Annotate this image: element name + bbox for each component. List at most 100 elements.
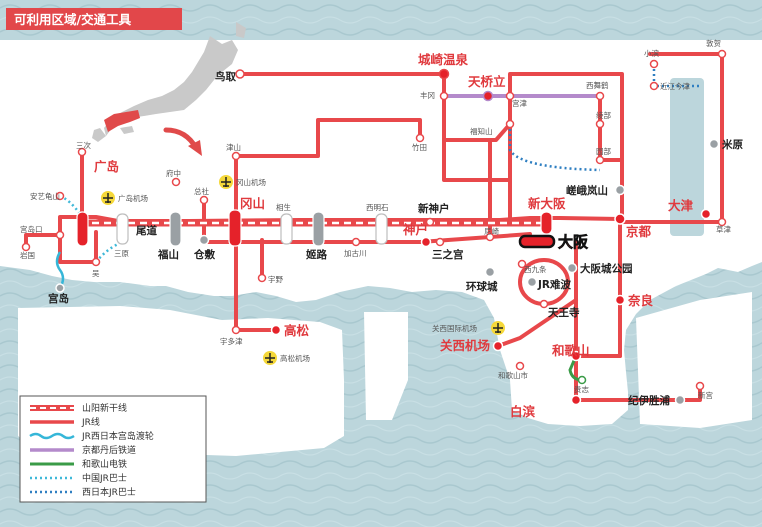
station-sonobe[interactable] xyxy=(595,155,605,165)
station-miyajimaguchi[interactable] xyxy=(55,230,65,240)
station-kobe[interactable] xyxy=(420,236,432,248)
airports xyxy=(101,175,505,365)
label-aioi: 相生 xyxy=(276,202,291,212)
station-iwakuni[interactable] xyxy=(21,242,31,252)
station-shinkobe[interactable] xyxy=(425,217,435,227)
station-sagaarashiyama[interactable] xyxy=(614,184,626,196)
station-kix[interactable] xyxy=(492,340,504,352)
label-amanohashidate: 天桥立 xyxy=(468,74,506,89)
station-amagasaki[interactable] xyxy=(485,232,495,242)
station-kusatsu[interactable] xyxy=(717,217,727,227)
label-shinosaka: 新大阪 xyxy=(528,196,566,211)
station-ayabe[interactable] xyxy=(595,119,605,129)
title-banner: 可利用区域/交通工具 xyxy=(6,8,182,30)
station-nara[interactable] xyxy=(614,294,626,306)
station-utazu[interactable] xyxy=(231,325,241,335)
airport-okayama[interactable] xyxy=(219,175,233,189)
land-kii-east xyxy=(636,292,752,428)
station-miyajima[interactable] xyxy=(55,283,65,293)
label-akikameyama: 安艺龟山 xyxy=(30,191,60,201)
station-uno[interactable] xyxy=(257,273,267,283)
station-soja[interactable] xyxy=(199,195,209,205)
station-miyoshi[interactable] xyxy=(77,147,87,157)
label-kobe: 神户 xyxy=(403,222,428,237)
station-fukuchiyama[interactable] xyxy=(505,119,515,129)
station-kyoto[interactable] xyxy=(614,213,626,225)
label-otsu: 大津 xyxy=(668,198,694,213)
station-nishimaizuru[interactable] xyxy=(595,91,605,101)
station-wakayamashi[interactable] xyxy=(515,361,525,371)
station-takeda[interactable] xyxy=(415,133,425,143)
station-tennoji[interactable] xyxy=(539,299,549,309)
station-akikameyama[interactable] xyxy=(55,191,65,201)
legend-label-jr: JR线 xyxy=(81,416,100,428)
station-kiikatsuura[interactable] xyxy=(674,394,686,406)
label-soja: 总社 xyxy=(194,186,209,196)
station-jrnamba[interactable] xyxy=(526,276,538,288)
label-kix: 关西机场 xyxy=(440,338,490,353)
legend-label-chugoku-bus: 中国JR巴士 xyxy=(82,472,127,484)
label-takeda: 竹田 xyxy=(412,142,427,152)
station-amanohashidate[interactable] xyxy=(482,90,494,102)
station-otsu[interactable] xyxy=(700,208,712,220)
label-airport-hiroshima: 广岛机场 xyxy=(118,193,148,203)
station-osakajokoen[interactable] xyxy=(566,262,578,274)
station-maibara[interactable] xyxy=(708,138,720,150)
station-kishi[interactable] xyxy=(577,375,587,385)
station-marker-fukuyama[interactable] xyxy=(169,211,182,247)
station-marker-mihara[interactable] xyxy=(116,213,129,245)
station-miyazu[interactable] xyxy=(505,91,515,101)
label-jrnamba: JR难波 xyxy=(537,278,571,291)
label-fukuchiyama: 福知山 xyxy=(470,126,493,136)
station-marker-shinosaka[interactable] xyxy=(540,211,553,235)
label-kinosaki: 城崎温泉 xyxy=(418,52,469,67)
station-usj[interactable] xyxy=(484,266,496,278)
station-takamatsu[interactable] xyxy=(270,324,282,336)
label-tottori: 鸟取 xyxy=(215,70,236,83)
land-biwa-lake xyxy=(670,78,704,236)
label-utazu: 宇多津 xyxy=(220,336,243,346)
airport-kansai[interactable] xyxy=(491,321,505,335)
station-omiimazu[interactable] xyxy=(649,81,659,91)
station-tsuyama[interactable] xyxy=(231,151,241,161)
label-toyooka: 丰冈 xyxy=(420,90,435,100)
label-omiimazu: 近江今津 xyxy=(660,81,690,91)
station-kurashiki[interactable] xyxy=(198,234,210,246)
airport-labels: 广岛机场 冈山机场 关西国际机场 高松机场 xyxy=(118,177,477,363)
station-fuchu[interactable] xyxy=(171,177,181,187)
label-kiikatsuura: 纪伊胜浦 xyxy=(628,394,670,407)
label-miyajimaguchi: 宫岛口 xyxy=(20,224,43,234)
japan-inset xyxy=(92,22,246,156)
station-nishikujo[interactable] xyxy=(517,259,527,269)
station-sannomiya[interactable] xyxy=(435,237,445,247)
station-marker-himeji[interactable] xyxy=(312,211,325,247)
station-marker-hiroshima[interactable] xyxy=(76,211,89,247)
chugoku-jr-bus-kure xyxy=(95,242,119,263)
airport-hiroshima[interactable] xyxy=(101,191,115,205)
airport-takamatsu[interactable] xyxy=(263,351,277,365)
station-kinosaki[interactable] xyxy=(438,68,450,80)
station-tsuruga[interactable] xyxy=(717,49,727,59)
label-okayama: 冈山 xyxy=(240,196,265,211)
station-marker-osaka[interactable] xyxy=(518,234,556,249)
label-kure: 吴 xyxy=(92,269,100,278)
label-sannomiya: 三之宫 xyxy=(432,248,464,261)
station-kure[interactable] xyxy=(91,257,101,267)
station-obama[interactable] xyxy=(649,59,659,69)
station-marker-okayama[interactable] xyxy=(228,209,242,247)
legend-label-wakayama: 和歌山电铁 xyxy=(82,458,127,470)
station-wakayama[interactable] xyxy=(570,350,582,362)
label-wakayama: 和歌山 xyxy=(551,343,590,358)
label-hiroshima: 广岛 xyxy=(94,159,119,174)
west-jr-bus-obama xyxy=(652,64,700,88)
station-tottori[interactable] xyxy=(235,69,245,79)
label-ayabe: 绫部 xyxy=(596,110,611,120)
station-shirahama[interactable] xyxy=(570,394,582,406)
station-shingu[interactable] xyxy=(695,381,705,391)
label-himeji: 姬路 xyxy=(305,248,327,261)
station-marker-aioi[interactable] xyxy=(280,213,293,245)
station-marker-nishiakashi[interactable] xyxy=(375,213,388,245)
station-kakogawa[interactable] xyxy=(351,237,361,247)
station-toyooka[interactable] xyxy=(439,91,449,101)
